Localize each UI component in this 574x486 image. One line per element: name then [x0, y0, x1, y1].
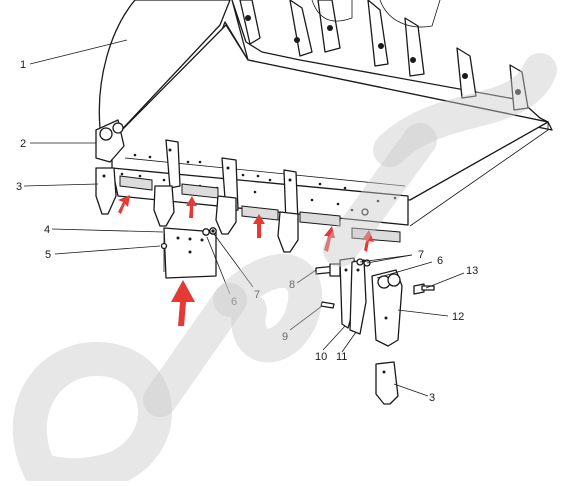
part-label-9: 9 [282, 331, 288, 343]
part-label-3-top: 3 [16, 181, 22, 193]
bucket-body [95, 0, 553, 243]
part-label-11: 11 [336, 351, 347, 363]
arrow-4 [324, 226, 335, 252]
arrow-5 [362, 230, 374, 252]
part-label-7-right: 7 [418, 249, 424, 261]
arrow-3 [253, 214, 265, 238]
part-label-13: 13 [466, 265, 478, 277]
arrow-2 [186, 196, 197, 218]
part-labels: 1 2 3 4 5 6 7 7 6 8 9 10 11 12 13 3 [16, 59, 478, 404]
part-label-6-left: 6 [231, 296, 237, 308]
part-label-10: 10 [315, 351, 327, 363]
leader-lines [23, 39, 465, 397]
mounted-teeth [95, 139, 299, 253]
part-label-2: 2 [20, 138, 26, 150]
watermark [12, 53, 557, 486]
part-label-6-right: 6 [437, 255, 443, 267]
side-cutter-assembly [160, 227, 217, 279]
part-label-3-bottom: 3 [429, 392, 435, 404]
insertion-arrows [118, 195, 374, 326]
part-label-8: 8 [289, 279, 295, 291]
tooth-assembly-exploded [315, 257, 435, 405]
part-label-1: 1 [20, 59, 26, 71]
arrow-6-large [171, 280, 195, 326]
arrow-1 [118, 195, 130, 214]
part-label-5: 5 [45, 249, 51, 261]
part-label-4: 4 [44, 224, 50, 236]
part-label-7-left: 7 [254, 289, 260, 301]
part-label-12: 12 [452, 311, 464, 323]
